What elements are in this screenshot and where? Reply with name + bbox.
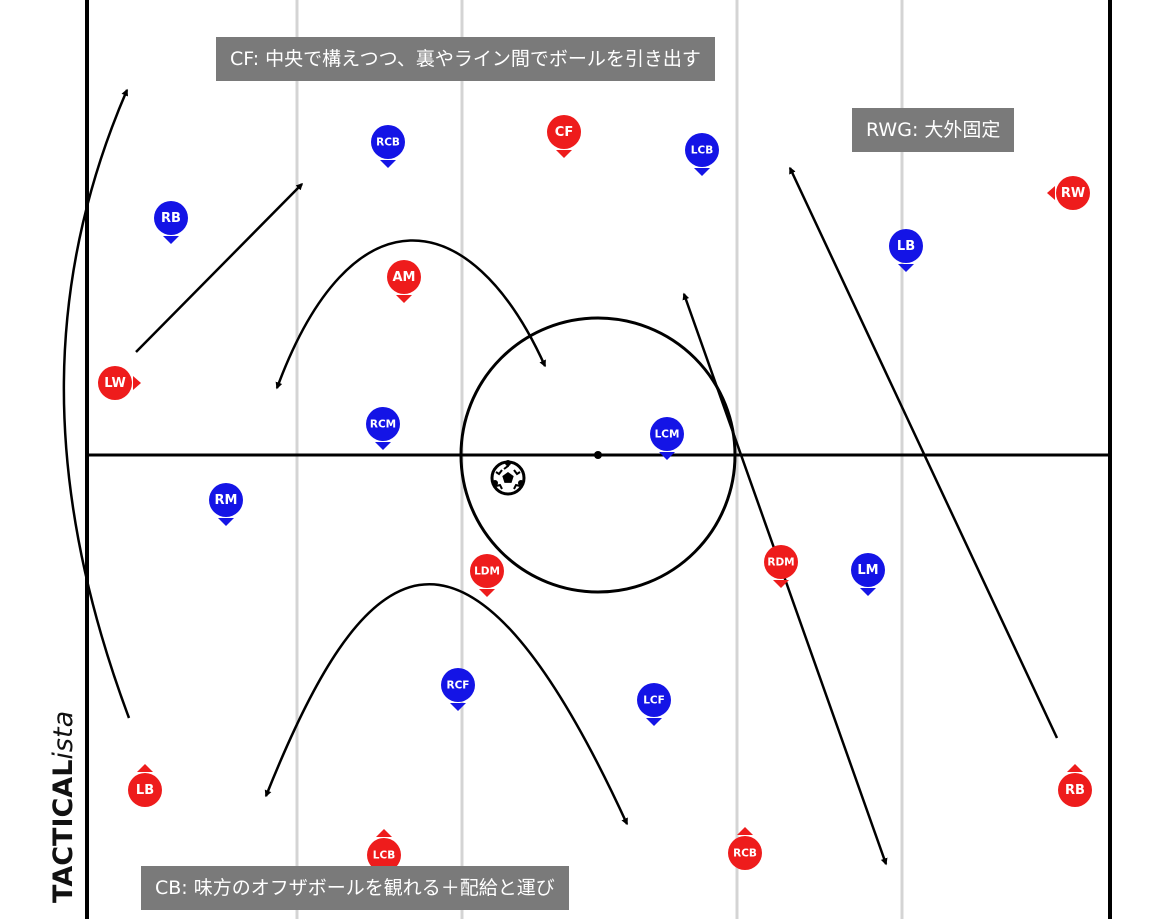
player-label: RCB [733,848,757,860]
player-marker-red-lw: LW [98,366,141,400]
player-label: RCB [376,137,400,149]
player-marker-red-ldm: LDM [470,554,504,597]
player-marker-blue-rcm: RCM [366,407,400,450]
arrow [135,183,303,353]
player-label: LB [136,783,154,798]
player-marker-red-rdm: RDM [764,545,798,588]
note-cf: CF: 中央で構えつつ、裏やライン間でボールを引き出す [216,37,715,81]
player-marker-blue-rcf: RCF [441,668,475,711]
brand-italic: ista [48,710,79,760]
player-marker-red-rcb: RCB [728,827,762,870]
note-cb: CB: 味方のオフザボールを観れる＋配給と運び [141,866,569,910]
brand-main: TACTICAL [48,759,79,903]
player-label: LDM [474,566,500,578]
brand-logo: TACTICALista [8,695,79,905]
player-marker-blue-lcm: LCM [650,417,684,460]
center-spot [594,451,602,459]
player-marker-blue-lcf: LCF [637,683,671,726]
player-label: RCF [447,680,470,692]
player-label: RCM [370,419,396,431]
player-marker-red-lcb: LCB [367,829,401,872]
player-marker-red-rb: RB [1058,764,1092,807]
player-marker-red-lb: LB [128,764,162,807]
ball-icon [490,460,526,496]
player-marker-blue-lcb: LCB [685,133,719,176]
player-marker-blue-rb: RB [154,201,188,244]
player-marker-blue-lb: LB [889,229,923,272]
arrow [62,88,131,719]
arrow [788,166,1059,739]
player-label: LM [857,563,878,578]
player-label: RB [161,211,181,226]
player-label: RW [1061,186,1085,201]
arrow [264,583,629,826]
player-label: RM [215,493,238,508]
players-layer: CF RW AM LW LDM RDM LB RB LCB RCB RCB LCB RB LB RCM LCM… [98,115,1092,872]
arrow [275,239,547,390]
player-label: LW [104,376,126,391]
player-label: LB [897,239,915,254]
player-label: LCF [643,695,665,707]
player-marker-blue-rm: RM [209,483,243,526]
player-label: CF [555,125,573,140]
movement-arrows [62,88,1059,866]
player-label: AM [393,270,416,285]
player-marker-red-am: AM [387,260,421,303]
player-label: RB [1065,783,1085,798]
player-label: LCM [655,429,680,441]
player-label: LCB [691,145,713,157]
player-marker-blue-rcb: RCB [371,125,405,168]
player-label: RDM [767,557,794,569]
player-marker-red-rw: RW [1047,176,1090,210]
player-label: LCB [373,850,395,862]
player-marker-red-cf: CF [547,115,581,158]
player-marker-blue-lm: LM [851,553,885,596]
note-rwg: RWG: 大外固定 [852,108,1015,152]
pitch [85,0,1112,919]
arrow [682,292,888,866]
